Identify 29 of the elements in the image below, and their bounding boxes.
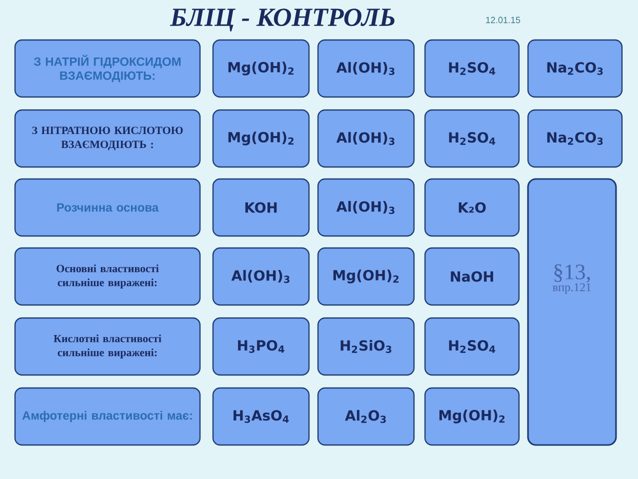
answer-box: Al(OH)$_{3}$ xyxy=(212,247,310,306)
answer-box: H$_{3}$PO$_{4}$ xyxy=(212,317,310,376)
question-box: З НІТРАТНОЮ КИСЛОТОЮ ВЗАЄМОДІЮТЬ : xyxy=(14,109,201,168)
answer-box: K₂O xyxy=(424,178,520,237)
answer-box: H$_{2}$SO$_{4}$ xyxy=(424,109,520,168)
title: БЛІЦ - КОНТРОЛЬ xyxy=(170,8,394,32)
answer-box: KOH xyxy=(212,178,310,237)
question-box: Амфотерні властивості має: xyxy=(14,387,201,446)
answer-box: Mg(OH)$_{2}$ xyxy=(424,387,520,446)
question-box: Кислотні властивості сильніше виражені: xyxy=(14,317,201,376)
answer-box: Al$_{2}$O$_{3}$ xyxy=(317,387,415,446)
answer-box: H$_{2}$SO$_{4}$ xyxy=(424,39,520,98)
question-box: Розчинна основа xyxy=(14,178,201,237)
answer-box: NaOH xyxy=(424,247,520,306)
answer-box: H$_{2}$SiO$_{3}$ xyxy=(317,317,415,376)
answer-box: Al(OH)$_{3}$ xyxy=(317,39,415,98)
question-box: Основні властивості сильніше виражені: xyxy=(14,247,201,306)
answer-box: Al(OH)$_{3}$ xyxy=(317,178,415,237)
answer-box: Mg(OH)$_{2}$ xyxy=(212,39,310,98)
answer-box: H$_{2}$SO$_{4}$ xyxy=(424,317,520,376)
answer-box: Na$_{2}$CO$_{3}$ xyxy=(527,109,623,168)
answer-box: Mg(OH)$_{2}$ xyxy=(212,109,310,168)
answer-box: Al(OH)$_{3}$ xyxy=(317,109,415,168)
answer-box: Mg(OH)$_{2}$ xyxy=(317,247,415,306)
answer-box: H$_{3}$AsO$_{4}$ xyxy=(212,387,310,446)
answer-box: Na$_{2}$CO$_{3}$ xyxy=(527,39,623,98)
date-label: 12.01.15 xyxy=(486,16,520,24)
question-box: З НАТРІЙ ГІДРОКСИДОМ ВЗАЄМОДІЮТЬ: xyxy=(14,39,201,98)
reference-box: §13, впр.121 xyxy=(527,178,617,446)
